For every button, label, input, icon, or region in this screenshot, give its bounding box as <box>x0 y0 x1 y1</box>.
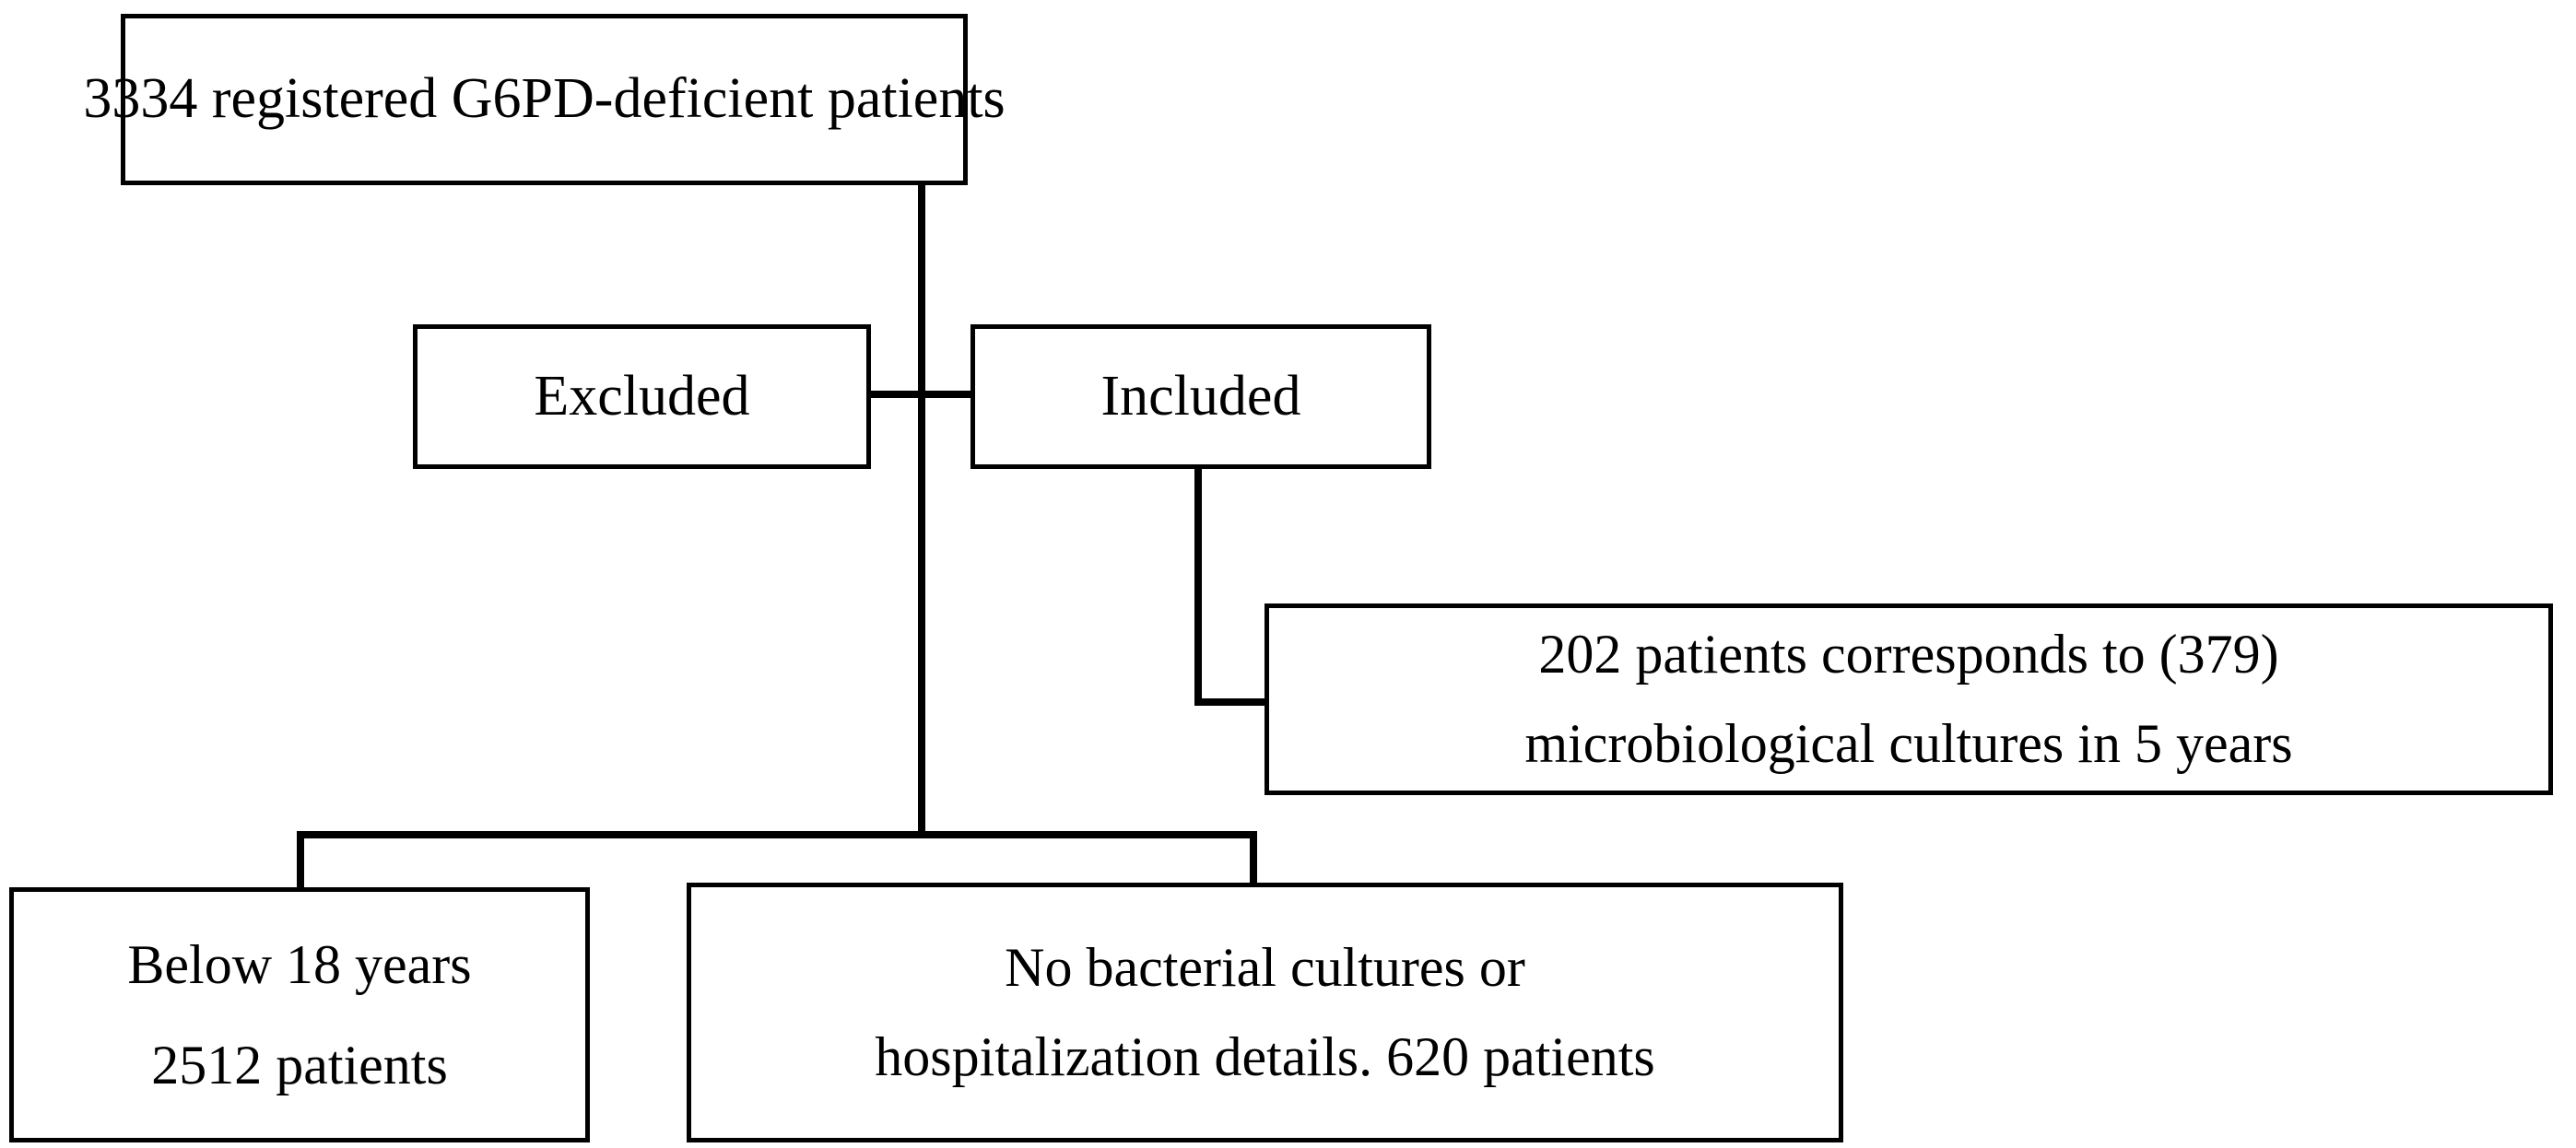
connector-split-to-below18 <box>297 831 304 892</box>
connector-split-to-no-cultures <box>1250 831 1257 888</box>
node-excluded-line-1: Excluded <box>534 364 750 428</box>
node-no-bacterial-cultures-line-2: hospitalization details. 620 patients <box>875 1026 1655 1087</box>
node-microbiological-cultures-line-2: microbiological cultures in 5 years <box>1524 713 2293 774</box>
node-no-bacterial-cultures: No bacterial cultures or hospitalization… <box>687 883 1843 1142</box>
node-registered-patients-line-1: 3334 registered G6PD-deficient patients <box>83 67 1006 131</box>
node-no-bacterial-cultures-line-1: No bacterial cultures or <box>1005 937 1525 998</box>
node-microbiological-cultures: 202 patients corresponds to (379) microb… <box>1264 603 2553 795</box>
node-microbiological-cultures-line-1: 202 patients corresponds to (379) <box>1538 624 2279 685</box>
connector-included-down <box>1194 465 1202 706</box>
node-excluded: Excluded <box>413 324 871 469</box>
node-below-18-years: Below 18 years 2512 patients <box>9 887 590 1142</box>
connector-excluded-included <box>866 391 975 398</box>
connector-root-to-split <box>918 182 925 838</box>
node-included: Included <box>970 324 1431 469</box>
node-below-18-years-line-2: 2512 patients <box>151 1034 448 1095</box>
node-registered-patients: 3334 registered G6PD-deficient patients <box>83 14 1006 185</box>
node-below-18-years-line-1: Below 18 years <box>127 933 472 995</box>
node-included-line-1: Included <box>1100 364 1301 428</box>
connector-split-bar <box>297 831 1257 838</box>
connector-included-to-cultures <box>1194 698 1268 706</box>
